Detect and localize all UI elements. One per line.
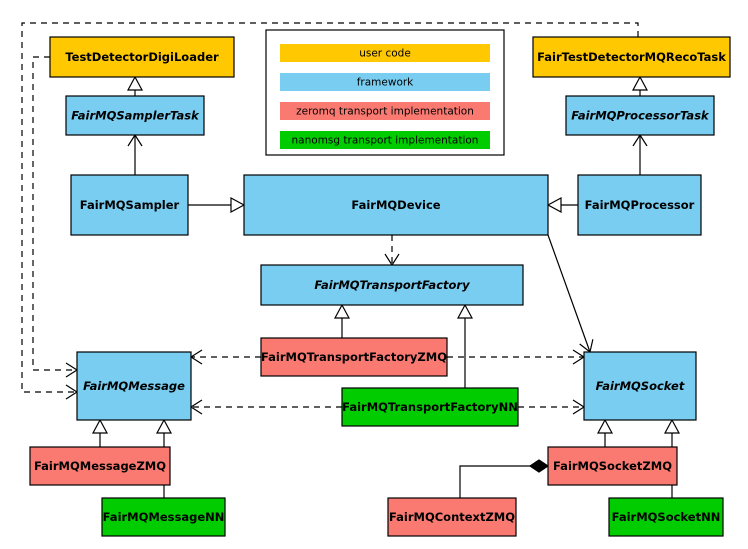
- class-box[interactable]: [387, 497, 517, 537]
- class-box[interactable]: [341, 387, 519, 427]
- edge-line: [32, 56, 77, 371]
- class-node-FairMQProcessorTask[interactable]: FairMQProcessorTask: [565, 95, 715, 136]
- edge-samplertask-to-digiloader: [126, 75, 144, 96]
- arrowhead-hollow-triangle: [663, 418, 681, 434]
- class-box[interactable]: [608, 497, 724, 537]
- class-node-FairMQTransportFactoryZMQ[interactable]: FairMQTransportFactoryZMQ: [260, 337, 448, 377]
- class-box[interactable]: [260, 264, 524, 306]
- class-name-label: FairMQProcessor: [585, 198, 695, 212]
- class-name-label: FairMQContextZMQ: [389, 510, 515, 524]
- class-node-FairMQSampler[interactable]: FairMQSampler: [70, 174, 189, 236]
- class-node-FairMQSocketNN[interactable]: FairMQSocketNN: [608, 497, 724, 537]
- class-box[interactable]: [583, 351, 697, 421]
- class-name-label: FairMQProcessorTask: [571, 109, 710, 123]
- legend-item-framework: framework: [280, 73, 490, 91]
- legend-swatch: [280, 131, 490, 149]
- legend-item-zeromq: zeromq transport implementation: [280, 102, 490, 120]
- class-box[interactable]: [260, 337, 448, 377]
- class-node-FairMQContextZMQ[interactable]: FairMQContextZMQ: [387, 497, 517, 537]
- edge-line: [459, 465, 548, 498]
- arrowhead-hollow-triangle: [546, 196, 562, 214]
- class-box[interactable]: [49, 36, 235, 78]
- class-name-label: FairMQSampler: [80, 198, 180, 212]
- class-node-FairMQTransportFactory[interactable]: FairMQTransportFactory: [260, 264, 524, 306]
- class-node-FairMQDevice[interactable]: FairMQDevice: [243, 174, 549, 236]
- arrowhead-hollow-triangle: [230, 196, 246, 214]
- legend-item-nanomsg: nanomsg transport implementation: [280, 131, 490, 149]
- edge-socketzmq-to-socket: [596, 418, 614, 447]
- class-name-label: FairMQTransportFactoryZMQ: [261, 350, 447, 364]
- class-node-FairMQMessageZMQ[interactable]: FairMQMessageZMQ: [29, 446, 171, 486]
- class-node-TestDetectorDigiLoader[interactable]: TestDetectorDigiLoader: [49, 36, 235, 78]
- edge-factorynn-to-factory: [456, 303, 474, 388]
- class-node-FairMQSocketZMQ[interactable]: FairMQSocketZMQ: [547, 446, 678, 486]
- class-name-label: FairMQSocket: [596, 379, 685, 393]
- class-name-label: FairMQSocketZMQ: [553, 459, 672, 473]
- class-box[interactable]: [243, 174, 549, 236]
- edge-line: [21, 22, 639, 393]
- class-box[interactable]: [101, 497, 226, 537]
- arrowhead-hollow-triangle: [91, 418, 109, 434]
- legend-swatch: [280, 73, 490, 91]
- class-node-FairMQSamplerTask[interactable]: FairMQSamplerTask: [65, 95, 205, 136]
- edge-messagezmq-to-message: [91, 418, 109, 447]
- class-node-FairMQTransportFactoryNN[interactable]: FairMQTransportFactoryNN: [341, 387, 519, 427]
- edge-processor-to-device: [546, 196, 578, 214]
- class-name-label: FairMQSamplerTask: [71, 109, 200, 123]
- legend-label: zeromq transport implementation: [296, 106, 474, 118]
- class-node-FairMQSocket[interactable]: FairMQSocket: [583, 351, 697, 421]
- nodes-layer: TestDetectorDigiLoader FairTestDetectorMQ…: [29, 36, 731, 537]
- edge-factoryzmq-to-factory: [333, 303, 351, 338]
- edge-sampler-to-device: [188, 196, 246, 214]
- class-box[interactable]: [547, 446, 678, 486]
- class-box[interactable]: [532, 36, 731, 78]
- class-name-label: TestDetectorDigiLoader: [65, 50, 219, 64]
- class-name-label: FairMQDevice: [351, 198, 440, 212]
- edge-line: [547, 234, 591, 353]
- class-box[interactable]: [65, 95, 205, 136]
- class-name-label: FairMQMessageZMQ: [34, 459, 166, 473]
- legend-label: nanomsg transport implementation: [292, 135, 479, 147]
- color-legend: user code framework zeromq transport imple…: [265, 29, 505, 156]
- class-box[interactable]: [577, 174, 702, 236]
- arrowhead-filled-diamond: [528, 459, 550, 473]
- arrowhead-hollow-triangle: [126, 75, 144, 91]
- class-name-label: FairMQSocketNN: [612, 510, 721, 524]
- arrowhead-hollow-triangle: [155, 418, 173, 434]
- legend-swatch: [280, 44, 490, 62]
- class-box[interactable]: [76, 351, 192, 421]
- edge-socketzmq-to-contextzmq: [459, 459, 550, 498]
- legend-label: framework: [357, 77, 414, 89]
- arrowhead-hollow-triangle: [596, 418, 614, 434]
- class-name-label: FairTestDetectorMQRecoTask: [537, 50, 726, 64]
- legend-swatch: [280, 102, 490, 120]
- class-name-label: FairMQMessageNN: [103, 510, 225, 524]
- class-box[interactable]: [70, 174, 189, 236]
- class-node-FairMQMessage[interactable]: FairMQMessage: [76, 351, 192, 421]
- arrowhead-hollow-triangle: [631, 75, 649, 91]
- arrowhead-hollow-triangle: [456, 303, 474, 319]
- class-box[interactable]: [29, 446, 171, 486]
- class-name-label: FairMQTransportFactory: [314, 278, 470, 292]
- class-name-label: FairMQTransportFactoryNN: [342, 400, 518, 414]
- class-node-FairMQProcessor[interactable]: FairMQProcessor: [577, 174, 702, 236]
- class-box[interactable]: [565, 95, 715, 136]
- class-name-label: FairMQMessage: [83, 379, 185, 393]
- class-node-FairMQMessageNN[interactable]: FairMQMessageNN: [101, 497, 226, 537]
- edge-processortask-to-recotask: [631, 75, 649, 96]
- legend-item-user_code: user code: [280, 44, 490, 62]
- class-node-FairTestDetectorMQRecoTask[interactable]: FairTestDetectorMQRecoTask: [532, 36, 731, 78]
- arrowhead-hollow-triangle: [333, 303, 351, 319]
- legend-label: user code: [359, 48, 411, 60]
